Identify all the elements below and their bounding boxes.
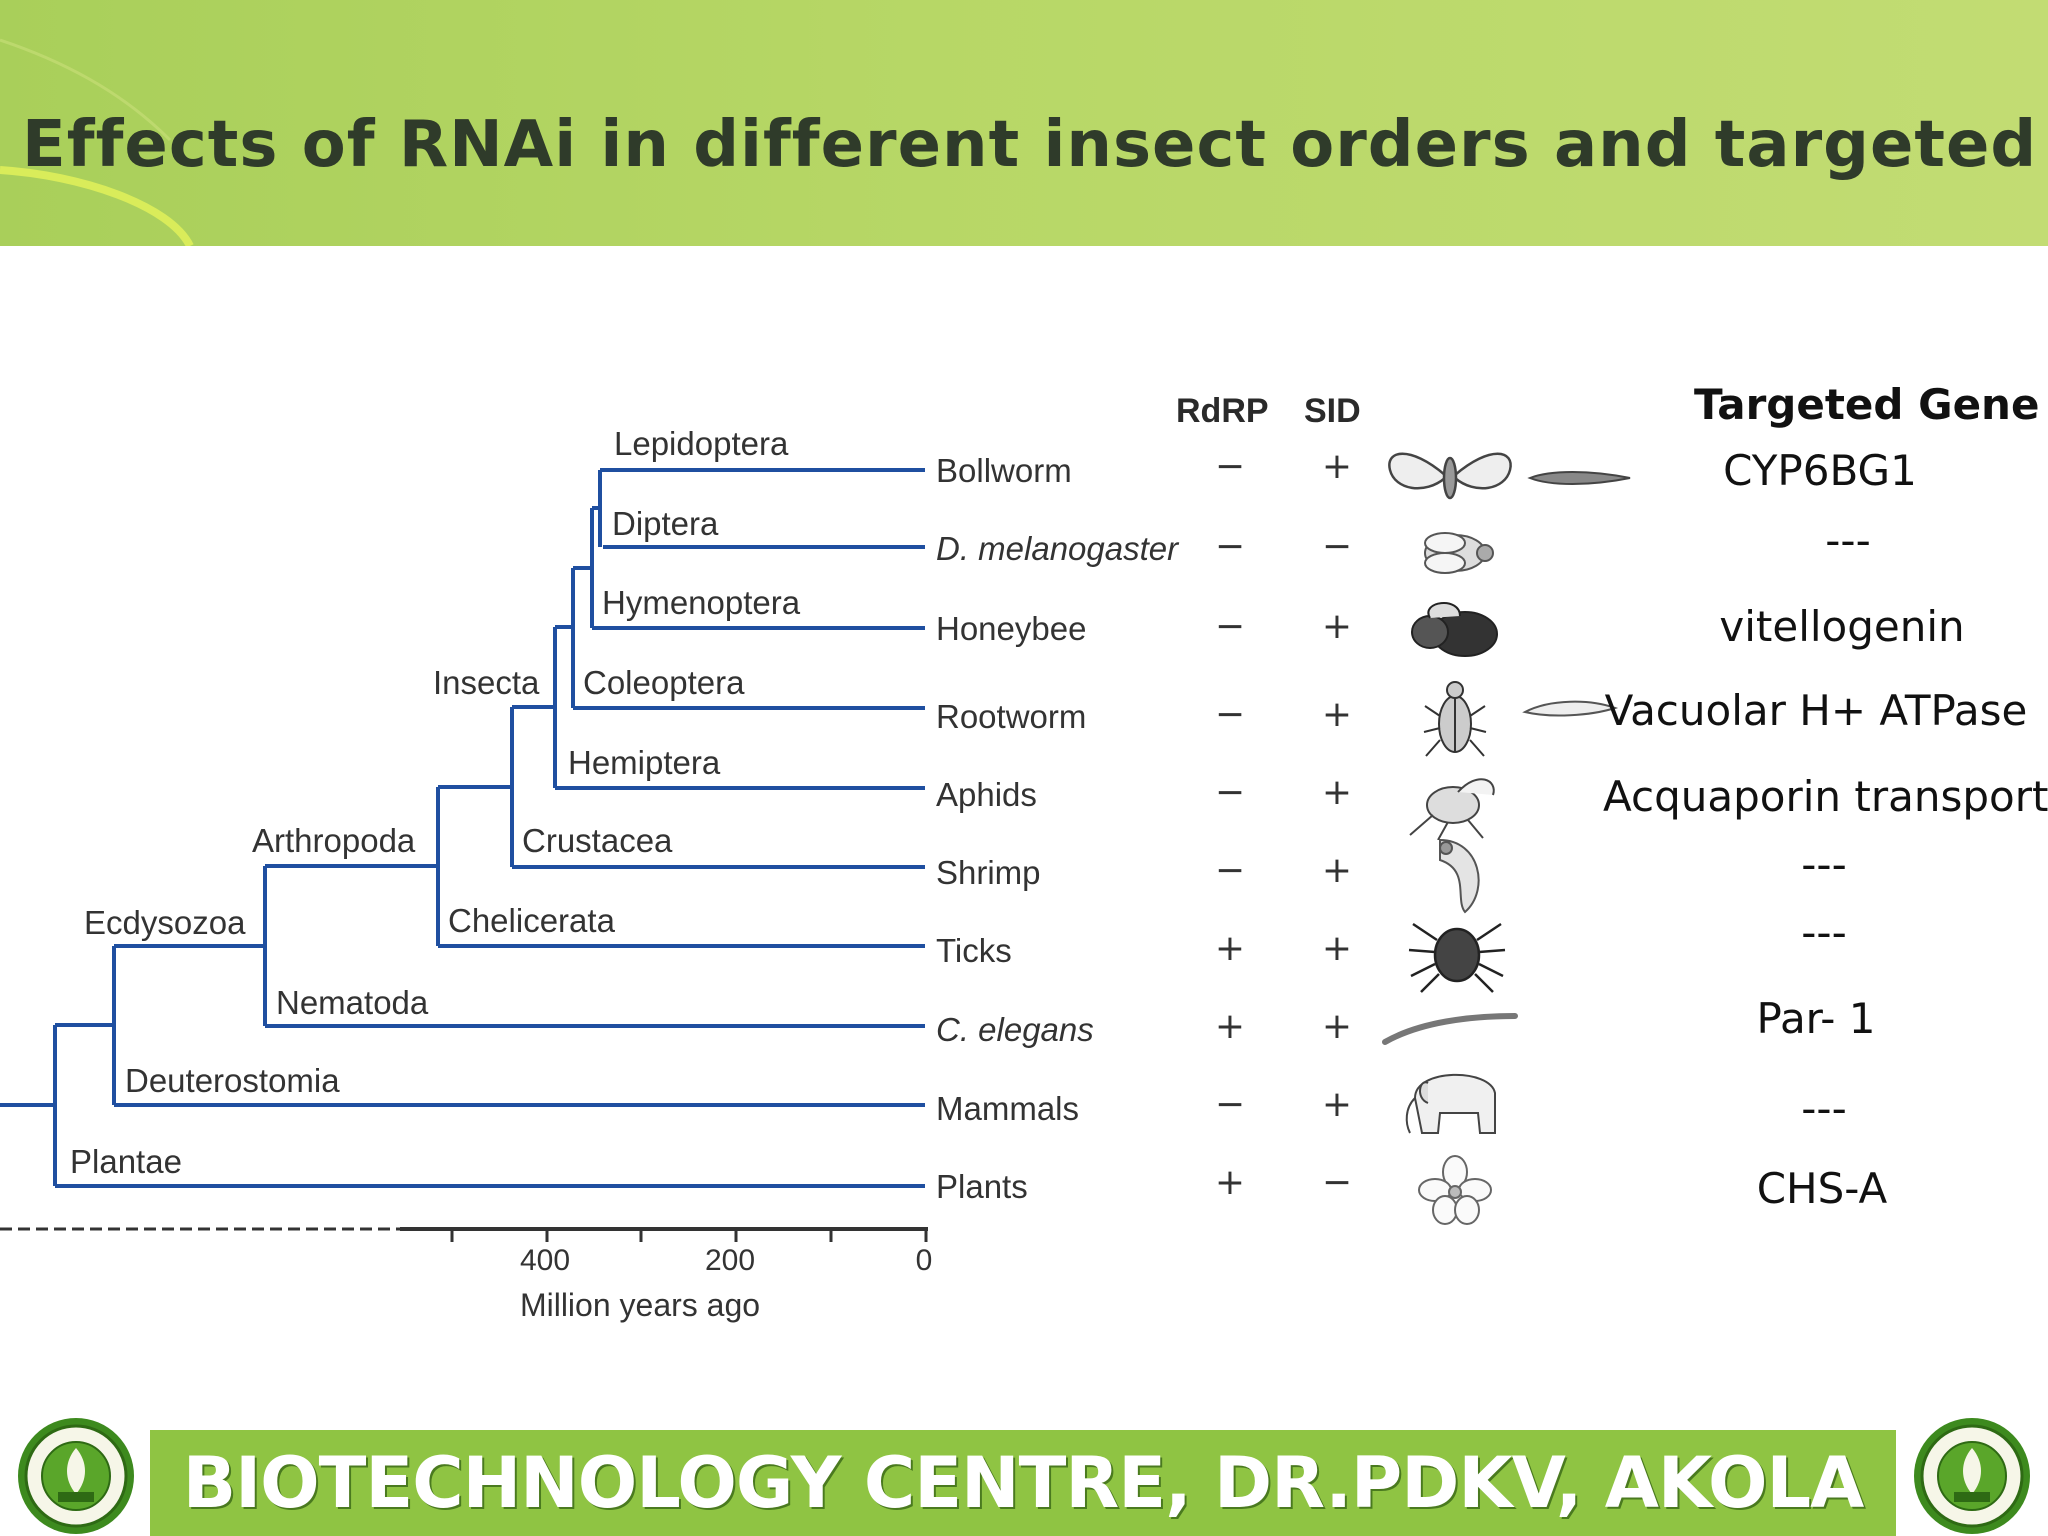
targeted-gene: --- (1825, 516, 1871, 565)
clade-label-nematoda: Nematoda (276, 984, 429, 1021)
clade-label-chelicerata: Chelicerata (448, 902, 616, 939)
university-logo-right-icon (1914, 1418, 2030, 1534)
rdrp-value: − (1214, 526, 1246, 567)
sid-value: − (1321, 1162, 1353, 1203)
axis-tick-label: 200 (705, 1244, 755, 1277)
organism-label: Honeybee (936, 610, 1086, 647)
sid-value: − (1321, 526, 1353, 567)
bee-icon (1411, 602, 1498, 657)
rdrp-value: + (1214, 1162, 1246, 1203)
targeted-gene: CHS-A (1756, 1164, 1888, 1213)
beetle-icon (1423, 681, 1487, 757)
clade-label-coleoptera: Coleoptera (583, 664, 745, 701)
clade-label-ecdysozoa: Ecdysozoa (84, 904, 246, 941)
rdrp-value: − (1214, 606, 1246, 647)
sid-value: + (1321, 446, 1353, 487)
worm-icon (1382, 1013, 1518, 1045)
column-header-rdrp: RdRP (1176, 392, 1269, 430)
university-logo-left-icon (18, 1418, 134, 1534)
tick-icon (1408, 922, 1506, 993)
organism-label: Ticks (936, 932, 1012, 969)
targeted-gene: --- (1801, 840, 1847, 889)
rdrp-value: − (1214, 772, 1246, 813)
axis-tick-label: 0 (916, 1244, 933, 1277)
organism-label: Shrimp (936, 854, 1041, 891)
moth-icon (1388, 452, 1631, 500)
organism-label: D. melanogaster (936, 530, 1180, 567)
rdrp-value: − (1214, 1084, 1246, 1125)
clade-label-plantae: Plantae (70, 1143, 182, 1180)
sid-value: + (1321, 1006, 1353, 1047)
clade-label-hemiptera: Hemiptera (568, 744, 721, 781)
sid-value: + (1321, 772, 1353, 813)
axis-label: Million years ago (520, 1287, 760, 1323)
aphid-icon (1409, 778, 1495, 840)
organism-label: Aphids (936, 776, 1037, 813)
clade-label-deuterostomia: Deuterostomia (125, 1062, 340, 1099)
organism-label: Mammals (936, 1090, 1079, 1127)
clade-label-hymenoptera: Hymenoptera (602, 584, 801, 621)
targeted-gene: Par- 1 (1756, 994, 1876, 1043)
rdrp-value: + (1214, 928, 1246, 969)
organism-label: Plants (936, 1168, 1028, 1205)
organism-label: C. elegans (936, 1011, 1094, 1048)
slide-title: Effects of RNAi in different insect orde… (22, 108, 2048, 182)
sid-value: + (1321, 928, 1353, 969)
flower-icon (1418, 1155, 1492, 1225)
larva-icon (1522, 700, 1619, 717)
targeted-gene: --- (1801, 908, 1847, 957)
footer-institution-name: BIOTECHNOLOGY CENTRE, DR.PDKV, AKOLA (182, 1442, 1865, 1524)
tree-branches (0, 468, 925, 1188)
targeted-gene: Acquaporin transport (1603, 772, 2048, 821)
sid-value: + (1321, 694, 1353, 735)
targeted-gene: CYP6BG1 (1723, 446, 1917, 495)
axis-tick-label: 400 (520, 1244, 570, 1277)
footer-banner: BIOTECHNOLOGY CENTRE, DR.PDKV, AKOLA (150, 1430, 1896, 1536)
clade-label-lepidoptera: Lepidoptera (614, 425, 789, 462)
sid-value: + (1321, 1084, 1353, 1125)
column-header-targeted-gene: Targeted Gene (1694, 380, 2040, 429)
rdrp-value: − (1214, 694, 1246, 735)
time-axis: 400 200 0 Million years ago (0, 1227, 933, 1323)
organism-label: Bollworm (936, 452, 1072, 489)
rdrp-value: − (1214, 446, 1246, 487)
targeted-gene: --- (1801, 1084, 1847, 1133)
clade-label-arthropoda: Arthropoda (252, 822, 416, 859)
targeted-gene: Vacuolar H+ ATPase (1604, 686, 2028, 735)
elephant-icon (1405, 1073, 1496, 1134)
organism-label: Rootworm (936, 698, 1086, 735)
header-swoosh-decoration (0, 38, 194, 246)
sid-value: + (1321, 606, 1353, 647)
rdrp-value: − (1214, 850, 1246, 891)
clade-label-diptera: Diptera (612, 505, 719, 542)
column-header-sid: SID (1304, 392, 1361, 430)
rdrp-value: + (1214, 1006, 1246, 1047)
clade-label-crustacea: Crustacea (522, 822, 673, 859)
sid-value: + (1321, 850, 1353, 891)
fruit-fly-icon (1424, 532, 1494, 574)
targeted-gene: vitellogenin (1719, 602, 1965, 651)
phylogenetic-tree: Lepidoptera Diptera Hymenoptera Coleopte… (0, 425, 1180, 1323)
clade-label-insecta: Insecta (433, 664, 540, 701)
shrimp-icon (1439, 838, 1480, 914)
header-banner: Effects of RNAi in different insect orde… (0, 0, 2048, 246)
